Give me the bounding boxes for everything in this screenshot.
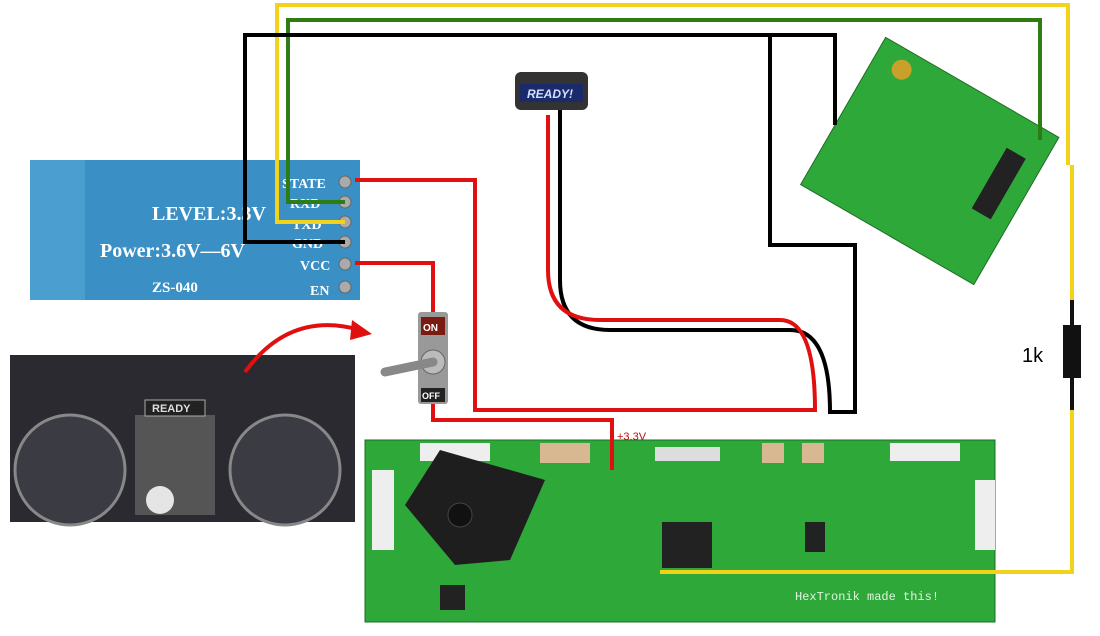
red-arrow	[243, 323, 361, 374]
power-text: Power:3.6V—6V	[100, 240, 246, 262]
ready-led-badge: READY!	[515, 72, 588, 110]
black-wire-gnd	[243, 33, 837, 244]
resistor-label: 1k	[1022, 345, 1044, 367]
voltage-label: +3.3V	[617, 431, 647, 443]
red-arrow-head-icon	[350, 320, 372, 340]
transmitter-photo: READY	[10, 355, 355, 527]
toggle-switch[interactable]: ON OFF	[380, 312, 448, 404]
pin-en-label: EN	[310, 284, 329, 299]
red-wire-led	[355, 115, 818, 412]
transmitter-badge: READY	[152, 403, 191, 415]
pin-rxd-label: RXD	[290, 197, 320, 212]
level-text: LEVEL:3.3V	[152, 203, 266, 225]
red-wire-vcc	[355, 261, 435, 312]
pin-gnd-label: GND	[292, 237, 323, 252]
switch-on-label: ON	[423, 323, 438, 334]
red-wire-3v3	[431, 404, 614, 470]
main-board: HexTronik made this!	[364, 439, 996, 623]
led-badge-text: READY!	[527, 87, 573, 101]
model-text: ZS-040	[152, 280, 198, 296]
green-wire	[286, 18, 1042, 204]
bluetooth-module: LEVEL:3.3V Power:3.6V—6V ZS-040 STATE RX…	[30, 160, 360, 300]
pin-vcc-label: VCC	[300, 259, 330, 274]
pin-state-label: STATE	[282, 177, 326, 192]
receiver-module	[799, 36, 1060, 286]
black-wire-loop	[558, 35, 857, 414]
board-text: HexTronik made this!	[795, 590, 939, 604]
switch-off-label: OFF	[422, 391, 440, 401]
